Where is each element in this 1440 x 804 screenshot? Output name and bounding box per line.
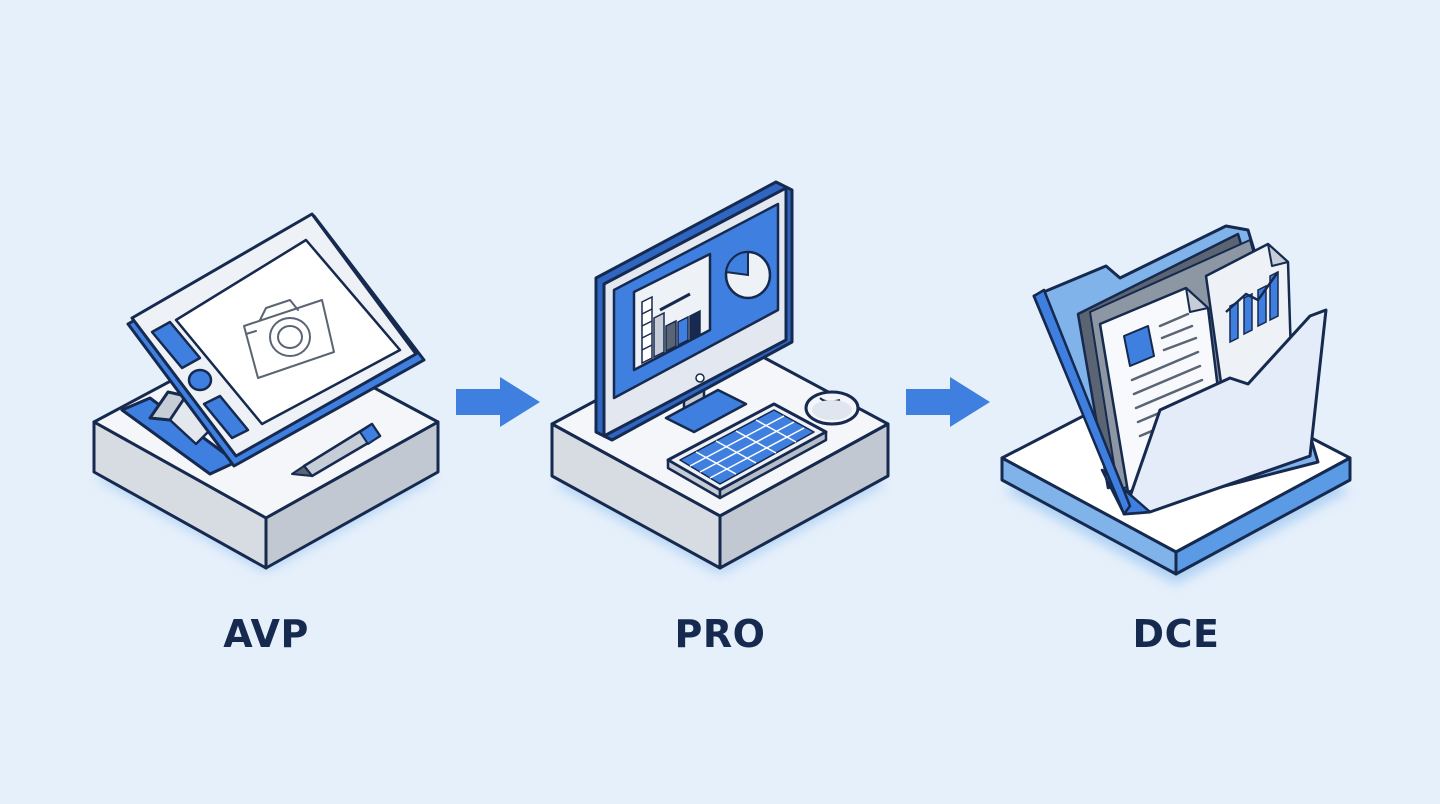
- camera-sketch-icon: [243, 299, 335, 379]
- drawing-tablet-with-camera-icon: [120, 212, 426, 478]
- document-folder-icon: [1032, 224, 1328, 516]
- desktop-computer-with-charts-icon: [594, 180, 860, 500]
- pie-chart-icon: [724, 250, 772, 300]
- mouse-icon: [804, 390, 860, 426]
- stage-avp-illustration: [92, 212, 440, 572]
- stage-label-dce: DCE: [1132, 612, 1220, 656]
- stage-label-pro: PRO: [674, 612, 766, 656]
- arrow-right-icon: [456, 377, 540, 427]
- keyboard-icon: [666, 402, 828, 500]
- bar-chart-icon: [641, 292, 701, 365]
- stage-dce-illustration: [1000, 224, 1352, 584]
- arrow-right-icon: [906, 377, 990, 427]
- stage-pro-illustration: [550, 180, 890, 574]
- stage-label-avp: AVP: [223, 612, 309, 656]
- stylus-pen-icon: [291, 422, 382, 478]
